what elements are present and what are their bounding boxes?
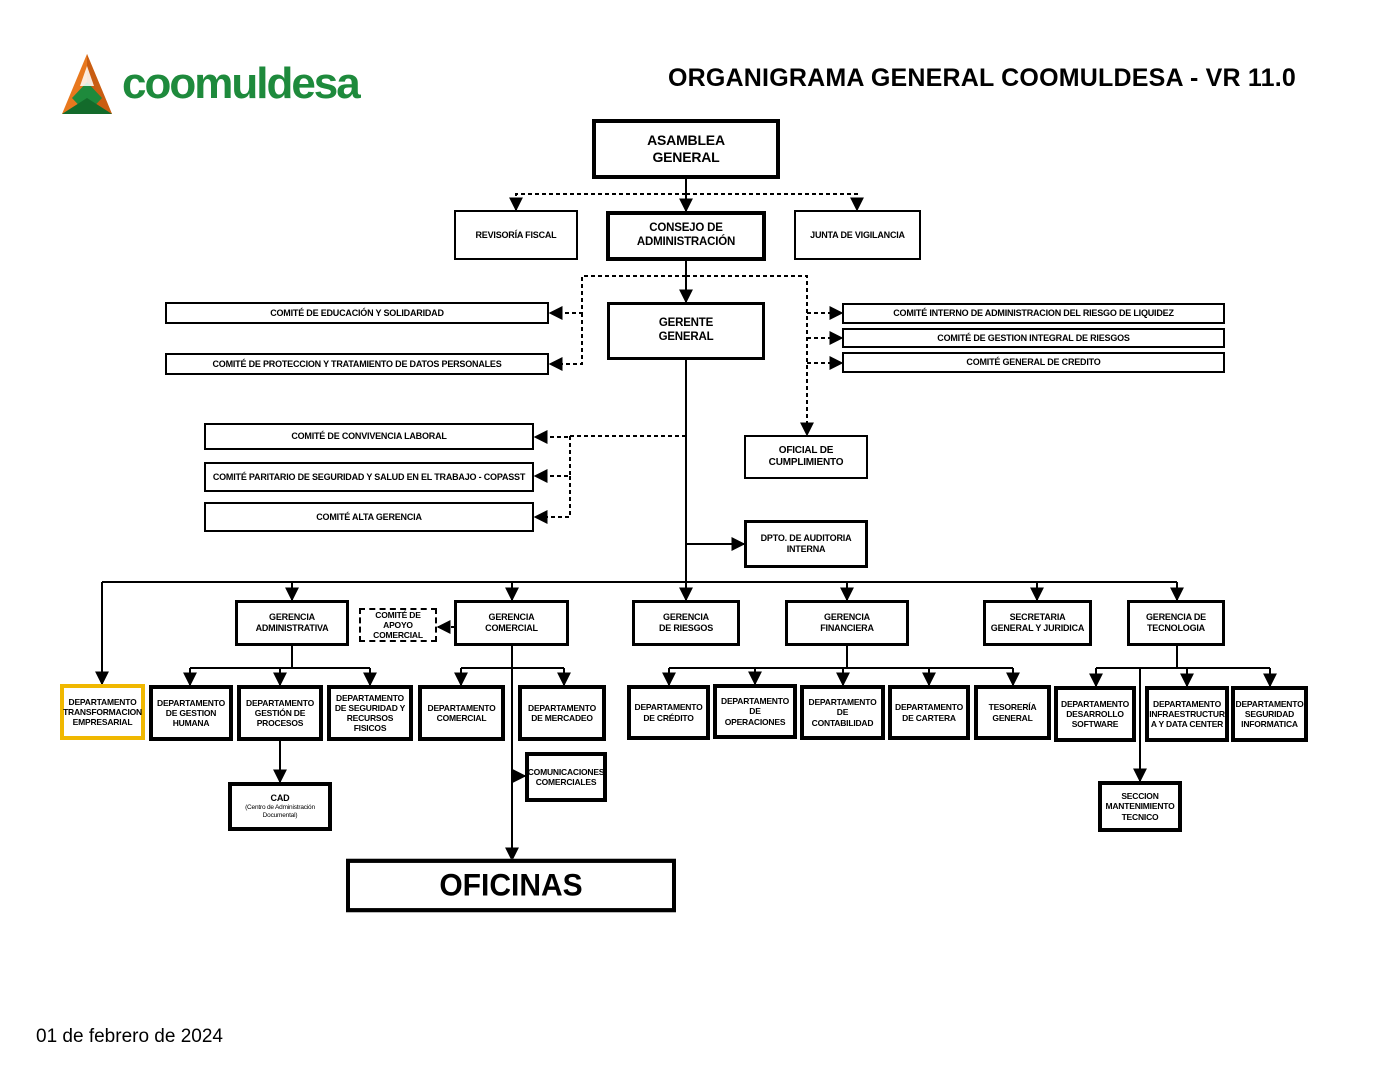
node-oficinas: OFICINAS [346, 858, 676, 913]
node-secretaria-general-juridica: SECRETARIA GENERAL Y JURIDICA [983, 600, 1092, 646]
node-gerencia-riesgos: GERENCIA DE RIESGOS [632, 600, 740, 646]
node-oficial-cumplimiento: OFICIAL DE CUMPLIMIENTO [744, 435, 868, 479]
logo-text: coomuldesa [122, 59, 361, 108]
node-comite-alta-gerencia: COMITÉ ALTA GERENCIA [204, 502, 534, 532]
node-dpto-operaciones: DEPARTAMENTO DE OPERACIONES [713, 684, 797, 739]
node-asamblea-general: ASAMBLEA GENERAL [592, 119, 780, 179]
logo-mark-icon [62, 54, 112, 114]
node-dpto-gestion-procesos: DEPARTAMENTO GESTIÓN DE PROCESOS [237, 685, 323, 741]
node-dpto-auditoria-interna: DPTO. DE AUDITORIA INTERNA [744, 520, 868, 568]
node-gerencia-administrativa: GERENCIA ADMINISTRATIVA [235, 600, 349, 646]
node-dpto-desarrollo-software: DEPARTAMENTO DESARROLLO SOFTWARE [1054, 686, 1136, 742]
node-comite-convivencia: COMITÉ DE CONVIVENCIA LABORAL [204, 423, 534, 450]
node-comite-credito: COMITÉ GENERAL DE CREDITO [842, 352, 1225, 373]
node-comite-educacion: COMITÉ DE EDUCACIÓN Y SOLIDARIDAD [165, 302, 549, 324]
node-gerencia-comercial: GERENCIA COMERCIAL [454, 600, 569, 646]
node-dpto-seguridad-recursos-fisicos: DEPARTAMENTO DE SEGURIDAD Y RECURSOS FIS… [327, 685, 413, 741]
node-revisoria-fiscal: REVISORÍA FISCAL [454, 210, 578, 260]
node-dpto-comercial: DEPARTAMENTO COMERCIAL [418, 685, 505, 741]
node-comite-proteccion-datos: COMITÉ DE PROTECCION Y TRATAMIENTO DE DA… [165, 353, 549, 375]
node-comite-riesgo-liquidez: COMITÉ INTERNO DE ADMINISTRACION DEL RIE… [842, 303, 1225, 324]
cad-subtitle: (Centro de Administración Documental) [245, 804, 315, 819]
node-dpto-transformacion-empresarial: DEPARTAMENTO TRANSFORMACION EMPRESARIAL [60, 684, 145, 740]
cad-title: CAD [270, 793, 290, 804]
node-dpto-infraestructura-data-center: DEPARTAMENTO INFRAESTRUCTUR A Y DATA CEN… [1145, 686, 1229, 742]
node-comite-gestion-riesgos: COMITÉ DE GESTION INTEGRAL DE RIESGOS [842, 328, 1225, 348]
node-comite-copasst: COMITÉ PARITARIO DE SEGURIDAD Y SALUD EN… [204, 462, 534, 492]
node-comite-apoyo-comercial: COMITÉ DE APOYO COMERCIAL [359, 608, 437, 642]
node-dpto-contabilidad: DEPARTAMENTO DE CONTABILIDAD [800, 685, 885, 740]
node-cad: CAD (Centro de Administración Documental… [228, 782, 332, 831]
node-gerencia-financiera: GERENCIA FINANCIERA [785, 600, 909, 646]
node-dpto-credito: DEPARTAMENTO DE CRÉDITO [627, 685, 710, 740]
node-seccion-mantenimiento-tecnico: SECCION MANTENIMIENTO TECNICO [1098, 781, 1182, 832]
node-dpto-cartera: DEPARTAMENTO DE CARTERA [888, 685, 970, 740]
node-gerente-general: GERENTE GENERAL [607, 302, 765, 360]
node-dpto-gestion-humana: DEPARTAMENTO DE GESTION HUMANA [149, 685, 233, 741]
node-consejo-administracion: CONSEJO DE ADMINISTRACIÓN [606, 211, 766, 261]
page-title: ORGANIGRAMA GENERAL COOMULDESA - VR 11.0 [668, 64, 1296, 92]
node-junta-vigilancia: JUNTA DE VIGILANCIA [794, 210, 921, 260]
footer-date: 01 de febrero de 2024 [36, 1026, 223, 1047]
node-tesoreria-general: TESORERÍA GENERAL [974, 685, 1051, 740]
node-dpto-seguridad-informatica: DEPARTAMENTO SEGURIDAD INFORMATICA [1231, 686, 1308, 742]
node-dpto-mercadeo: DEPARTAMENTO DE MERCADEO [518, 685, 606, 741]
coomuldesa-logo: coomuldesa [58, 52, 361, 116]
node-gerencia-tecnologia: GERENCIA DE TECNOLOGIA [1127, 600, 1225, 646]
node-comunicaciones-comerciales: COMUNICACIONES COMERCIALES [525, 752, 607, 802]
